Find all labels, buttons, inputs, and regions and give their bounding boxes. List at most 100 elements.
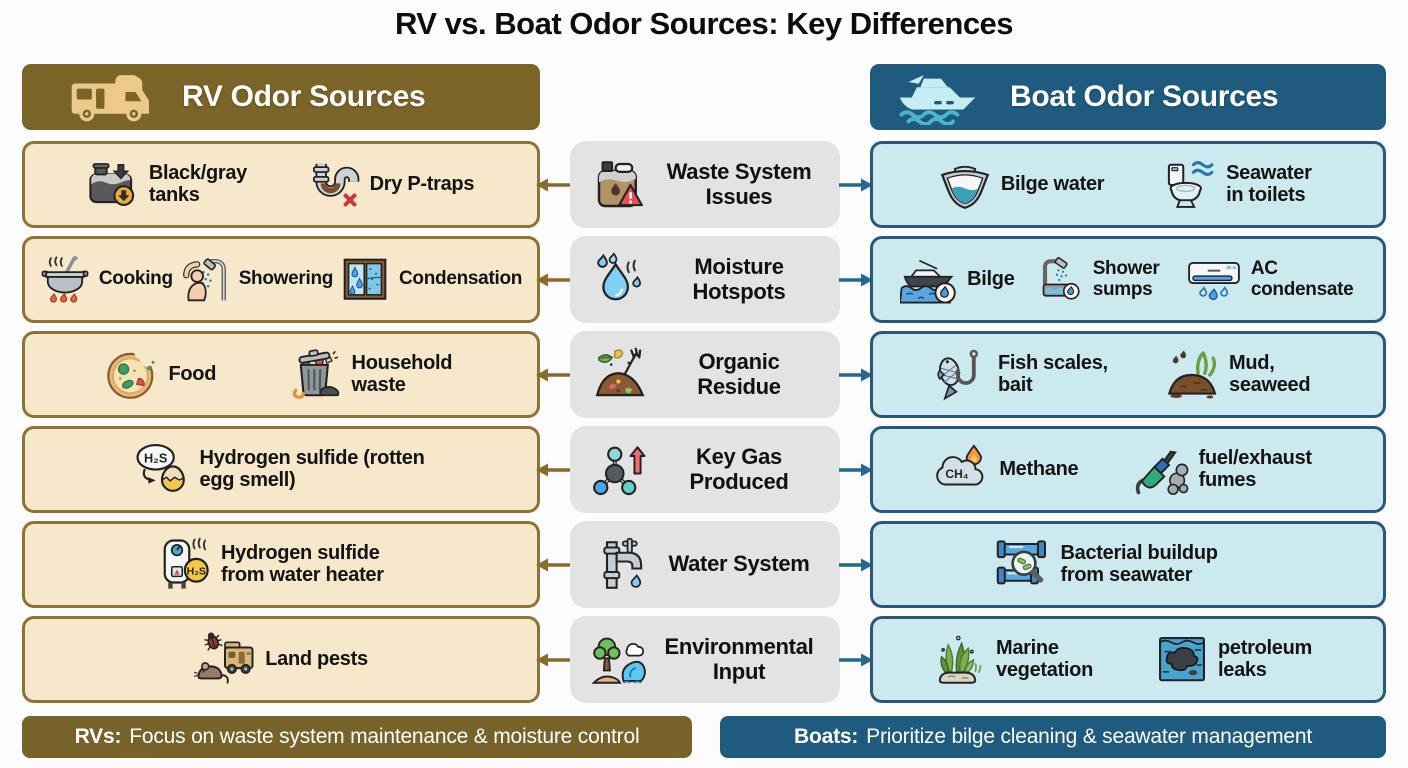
boat-item: Fish scales, bait	[935, 348, 1110, 402]
boat-water-box: Bacterial buildup from seawater	[870, 521, 1386, 608]
boat-item: Shower sumps	[1036, 256, 1165, 304]
boat-footer-text: Prioritize bilge cleaning & seawater man…	[866, 725, 1312, 748]
trash-can-icon	[292, 348, 339, 399]
window-condensation-icon	[343, 258, 387, 300]
rv-environment-box: Land pests	[22, 616, 540, 703]
h2s-egg-icon: H₂S	[135, 443, 185, 492]
rv-item-label: Hydrogen sulfide from water heater	[221, 541, 384, 586]
fish-hook-icon	[937, 349, 979, 400]
boat-moisture-box: Bilge Shower sumps	[870, 236, 1386, 323]
boat-footer: Boats: Prioritize bilge cleaning & seawa…	[720, 716, 1386, 758]
boat-item: Bilge water	[938, 158, 1105, 212]
ac-condensate-icon	[1188, 261, 1240, 300]
arrow-left-icon	[536, 461, 572, 479]
rv-gas-box: H₂S Hydrogen sulfide (rotten egg smell)	[22, 426, 540, 513]
boat-bilge-icon	[900, 259, 956, 304]
svg-text:H₂S: H₂S	[144, 451, 167, 465]
page-title: RV vs. Boat Odor Sources: Key Difference…	[394, 6, 1014, 41]
boat-item-label: Shower sumps	[1092, 257, 1160, 300]
boat-item-label: Bilge water	[1000, 172, 1105, 195]
rv-item-label: Hydrogen sulfide (rotten egg smell)	[199, 446, 425, 491]
category-label: Moisture Hotspots	[692, 253, 786, 304]
mud-seaweed-icon	[1167, 350, 1217, 398]
tree-wave-cloud-icon	[592, 637, 646, 684]
boat-item: Seawater in toilets	[1163, 158, 1318, 212]
boat-item: AC condensate	[1186, 255, 1356, 305]
row-gas: H₂S Hydrogen sulfide (rotten egg smell) …	[0, 426, 1408, 513]
boat-header: Boat Odor Sources	[870, 64, 1386, 130]
category-label: Water System	[668, 551, 810, 577]
boat-item: petroleum leaks	[1155, 633, 1323, 687]
category-box: Water System	[570, 521, 840, 608]
water-droplets-icon	[597, 251, 642, 300]
boat-item-label: AC condensate	[1250, 257, 1354, 300]
boat-item-label: Seawater in toilets	[1226, 161, 1312, 206]
gas-molecule-icon	[593, 445, 646, 495]
boat-waste-box: Bilge water Seawater in toilets	[870, 141, 1386, 228]
pipes-bacteria-icon	[996, 539, 1046, 584]
arrow-left-icon	[536, 366, 572, 384]
p-trap-icon	[312, 163, 360, 207]
category-label: Environmental Input	[664, 633, 814, 684]
category-box: Organic Residue	[570, 331, 840, 418]
row-moisture: Cooking Showering	[0, 236, 1408, 323]
arrow-left-icon	[536, 651, 572, 669]
category-box: Key Gas Produced	[570, 426, 840, 513]
row-organic: Food Household waste	[0, 331, 1408, 418]
boat-item-label: Mud, seaweed	[1229, 351, 1311, 396]
land-pests-icon	[194, 632, 254, 684]
rv-item-label: Cooking	[98, 268, 173, 290]
rv-footer-text: Focus on waste system maintenance & mois…	[129, 725, 640, 748]
compost-fork-icon	[595, 347, 645, 396]
oil-slick-icon	[1159, 636, 1205, 681]
marine-vegetation-icon	[938, 635, 982, 684]
boat-footer-prefix: Boats:	[794, 725, 859, 748]
rv-item-label: Household waste	[351, 351, 453, 396]
boat-environment-box: Marine vegetation petroleum leaks	[870, 616, 1386, 703]
rv-item: Household waste	[289, 348, 457, 402]
arrow-right-icon	[837, 556, 873, 574]
methane-cloud-icon: CH₄	[936, 443, 984, 485]
rv-item: H₂S Hydrogen sulfide (rotten egg smell)	[133, 441, 430, 499]
boat-item: fuel/exhaust fumes	[1132, 444, 1324, 496]
boat-item-label: Fish scales, bait	[998, 351, 1108, 396]
boat-item-label: fuel/exhaust fumes	[1198, 446, 1312, 491]
rv-item-label: Dry P-traps	[369, 172, 475, 195]
rv-item: Land pests	[194, 632, 368, 687]
boat-item: Bacterial buildup from seawater	[996, 537, 1261, 593]
water-heater-h2s-icon: H₂S	[163, 537, 209, 589]
rv-moisture-box: Cooking Showering	[22, 236, 540, 323]
rv-item-label: Food	[168, 362, 217, 385]
rv-item-label: Showering	[238, 268, 334, 290]
boat-item: Marine vegetation	[933, 633, 1101, 687]
rv-item: Food	[105, 347, 217, 402]
rv-item: Showering	[180, 255, 333, 305]
boat-item-label: petroleum leaks	[1218, 636, 1312, 681]
arrow-right-icon	[837, 366, 873, 384]
boat-item: Bilge	[900, 254, 1015, 306]
showering-person-icon	[182, 257, 226, 301]
arrow-left-icon	[536, 271, 572, 289]
toilet-waves-icon	[1168, 160, 1214, 208]
arrow-left-icon	[536, 176, 572, 194]
rv-item: H₂S Hydrogen sulfide from water heater	[156, 537, 406, 593]
row-environment: Land pests Environmental Input	[0, 616, 1408, 703]
boat-item-label: Bacterial buildup from seawater	[1060, 541, 1218, 586]
yacht-icon	[899, 74, 976, 125]
rv-water-box: H₂S Hydrogen sulfide from water heater	[22, 521, 540, 608]
boat-item: CH₄ Methane	[932, 443, 1079, 496]
svg-text:CH₄: CH₄	[946, 467, 969, 481]
svg-text:H₂S: H₂S	[187, 565, 206, 577]
row-waste-system: Black/gray tanks Dry P-traps	[0, 141, 1408, 228]
category-box: Waste System Issues	[570, 141, 840, 228]
rv-item-label: Condensation	[399, 268, 523, 290]
rv-footer-prefix: RVs:	[74, 725, 122, 748]
rv-waste-box: Black/gray tanks Dry P-traps	[22, 141, 540, 228]
rv-item-label: Land pests	[265, 647, 368, 670]
cooking-pot-icon	[41, 255, 89, 303]
waste-jug-warning-icon	[597, 160, 643, 207]
faucet-drip-icon	[603, 537, 643, 589]
row-water: H₂S Hydrogen sulfide from water heater W…	[0, 521, 1408, 608]
boat-item-label: Marine vegetation	[996, 636, 1094, 681]
boat-organic-box: Fish scales, bait Mud, seaweed	[870, 331, 1386, 418]
